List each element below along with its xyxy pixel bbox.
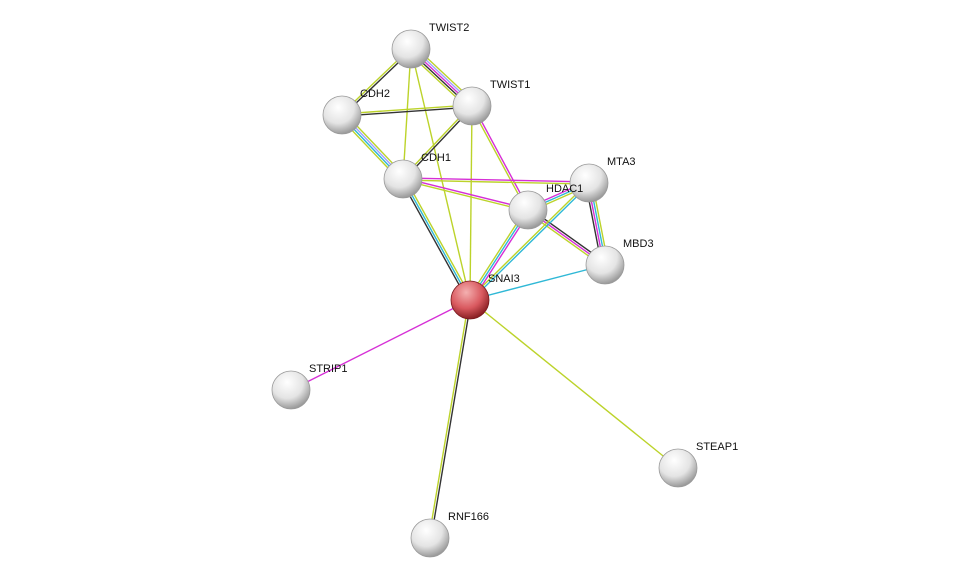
edge-mta3-snai3[interactable] xyxy=(468,181,591,302)
node-sphere[interactable] xyxy=(322,95,362,135)
edge-twist2-cdh1[interactable] xyxy=(402,48,412,180)
edge-snai3-strip1[interactable] xyxy=(290,299,471,391)
node-label: MBD3 xyxy=(623,238,654,250)
node-sphere[interactable] xyxy=(658,448,698,488)
node-label: TWIST2 xyxy=(429,22,469,34)
edge-line-textmining xyxy=(469,299,679,469)
edge-twist1-hdac1[interactable] xyxy=(470,105,530,211)
edge-line-textmining xyxy=(428,299,470,538)
node-rnf166[interactable]: RNF166 xyxy=(410,511,489,558)
node-sphere[interactable] xyxy=(508,190,548,230)
edge-twist2-snai3[interactable] xyxy=(410,48,471,301)
node-twist1[interactable]: TWIST1 xyxy=(452,79,530,126)
node-sphere[interactable] xyxy=(452,86,492,126)
node-sphere[interactable] xyxy=(569,163,609,203)
edge-line-textmining xyxy=(468,181,589,300)
node-label: STRIP1 xyxy=(309,363,348,375)
edge-line-experiments xyxy=(472,105,530,210)
node-hdac1[interactable]: HDAC1 xyxy=(508,183,583,230)
edge-line-textmining xyxy=(410,48,471,301)
node-snai3[interactable]: SNAI3 xyxy=(450,273,520,320)
edge-line-textmining xyxy=(404,177,473,300)
node-sphere[interactable] xyxy=(585,245,625,285)
node-label: HDAC1 xyxy=(546,183,583,195)
node-sphere[interactable] xyxy=(410,518,450,558)
edge-cdh1-mta3[interactable] xyxy=(402,177,590,185)
edge-line-coexpression xyxy=(342,106,473,117)
edge-line-coexpression xyxy=(400,179,469,302)
node-label: MTA3 xyxy=(607,156,636,168)
edge-line-experiments xyxy=(403,177,529,210)
node-label: STEAP1 xyxy=(696,441,738,453)
edge-line-databases xyxy=(469,264,606,301)
edge-line-textmining xyxy=(470,106,528,211)
node-sphere[interactable] xyxy=(383,159,423,199)
edge-line-coexpression xyxy=(430,300,472,539)
edge-snai3-rnf166[interactable] xyxy=(428,299,472,539)
node-sphere[interactable] xyxy=(391,29,431,69)
edge-snai3-steap1[interactable] xyxy=(469,299,679,469)
edge-mbd3-snai3[interactable] xyxy=(469,264,606,301)
edge-line-experiments xyxy=(403,177,590,183)
edge-line-textmining xyxy=(402,179,589,185)
node-mbd3[interactable]: MBD3 xyxy=(585,238,654,285)
node-steap1[interactable]: STEAP1 xyxy=(658,441,738,488)
edge-cdh2-twist1[interactable] xyxy=(341,104,473,117)
edge-line-experiments xyxy=(290,299,471,391)
edge-line-databases xyxy=(470,183,591,302)
edge-line-textmining xyxy=(402,179,528,212)
edge-cdh1-snai3[interactable] xyxy=(400,177,473,302)
edge-line-textmining xyxy=(469,105,473,301)
node-label: SNAI3 xyxy=(488,273,520,285)
node-sphere[interactable] xyxy=(271,370,311,410)
node-cdh2[interactable]: CDH2 xyxy=(322,88,390,135)
node-cdh1[interactable]: CDH1 xyxy=(383,152,451,199)
node-strip1[interactable]: STRIP1 xyxy=(271,363,348,410)
node-sphere[interactable] xyxy=(450,280,490,320)
node-label: RNF166 xyxy=(448,511,489,523)
node-label: CDH1 xyxy=(421,152,451,164)
edge-line-textmining xyxy=(402,48,412,180)
node-label: CDH2 xyxy=(360,88,390,100)
edge-line-databases xyxy=(402,178,471,301)
edge-twist1-snai3[interactable] xyxy=(469,105,473,301)
node-twist2[interactable]: TWIST2 xyxy=(391,22,469,69)
edge-line-textmining xyxy=(341,104,472,115)
node-mta3[interactable]: MTA3 xyxy=(569,156,636,203)
edge-cdh1-hdac1[interactable] xyxy=(402,177,529,212)
node-label: TWIST1 xyxy=(490,79,530,91)
